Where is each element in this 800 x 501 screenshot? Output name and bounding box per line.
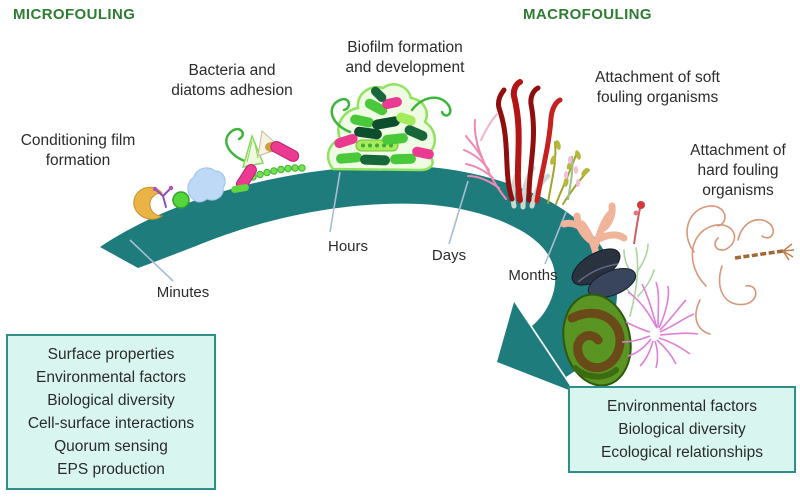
factor-item: Environmental factors — [36, 369, 186, 386]
factor-item: Cell-surface interactions — [27, 415, 195, 432]
macrofouling-header: MACROFOULING — [523, 6, 652, 23]
stage-label-biofilm: Biofilm formation and development — [345, 39, 465, 76]
leader-lines — [129, 171, 567, 282]
time-label-minutes: Minutes — [156, 284, 210, 301]
factor-item: EPS production — [57, 461, 165, 478]
soft-fouling-icon — [463, 79, 590, 210]
stage-label-hard-fouling: Attachment of hard fouling organisms — [690, 142, 786, 199]
biofilm-icon — [326, 83, 452, 172]
timeline-arrow — [100, 165, 617, 392]
stage-label-conditioning-film: Conditioning film formation — [20, 132, 136, 169]
hard-fouling-icon — [560, 201, 795, 387]
bacteria-diatoms-icon — [225, 127, 306, 193]
factor-item: Environmental factors — [607, 398, 757, 415]
timeline-arrow-band — [100, 165, 617, 377]
leader-line-months — [544, 211, 567, 265]
factor-item: Biological diversity — [47, 392, 175, 409]
leader-line-minutes — [129, 239, 174, 282]
timeline-arrowhead — [497, 302, 574, 392]
leader-line-hours — [329, 171, 341, 233]
time-label-hours: Hours — [327, 238, 368, 255]
stage-label-bacteria-diatoms: Bacteria and diatoms adhesion — [171, 62, 293, 99]
factor-item: Ecological relationships — [601, 444, 763, 461]
conditioning-film-icon — [133, 167, 226, 220]
time-label-days: Days — [431, 247, 467, 264]
microfouling-header: MICROFOULING — [13, 6, 136, 23]
stage-label-soft-fouling: Attachment of soft fouling organisms — [595, 69, 720, 106]
factor-item: Quorum sensing — [54, 438, 168, 455]
leader-line-days — [448, 180, 469, 245]
factor-item: Biological diversity — [618, 421, 746, 438]
time-label-months: Months — [508, 267, 558, 284]
factor-item: Surface properties — [47, 346, 175, 363]
